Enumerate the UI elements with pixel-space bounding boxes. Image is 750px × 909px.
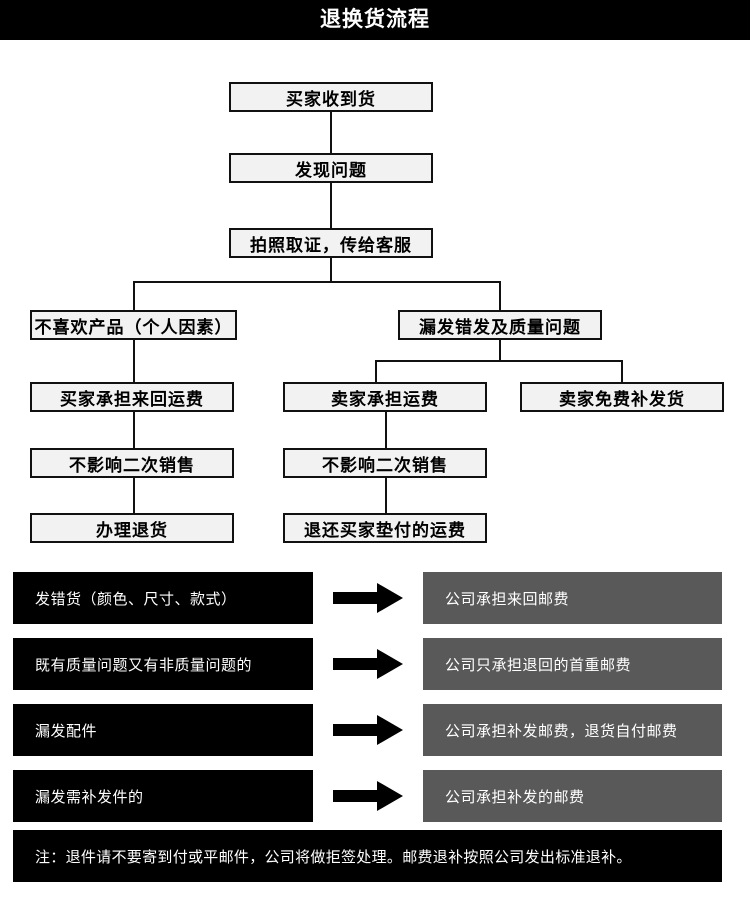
flow-node-no-impact-left: 不影响二次销售 [30,448,234,478]
policy-cause: 漏发配件 [13,704,313,756]
flow-node-label: 漏发错发及质量问题 [419,317,581,337]
policy-result-label: 公司承担来回邮费 [445,590,570,608]
flow-node-seller-reship: 卖家免费补发货 [520,382,724,412]
flow-connector [133,281,501,283]
policy-cause-label: 发错货（颜色、尺寸、款式） [35,590,237,608]
flow-connector [133,281,135,310]
policy-result: 公司只承担退回的首重邮费 [423,638,722,690]
policy-cause-label: 漏发需补发件的 [35,788,144,806]
flow-node-label: 不影响二次销售 [322,455,448,475]
flow-connector [621,360,623,382]
policy-cause: 发错货（颜色、尺寸、款式） [13,572,313,624]
flow-connector [330,183,332,228]
policy-row: 发错货（颜色、尺寸、款式） 公司承担来回邮费 [0,572,750,624]
flow-node-label: 卖家承担运费 [331,389,439,409]
policy-table: 发错货（颜色、尺寸、款式） 公司承担来回邮费既有质量问题又有非质量问题的 公司只承担… [0,560,750,822]
policy-row: 漏发配件 公司承担补发邮费，退货自付邮费 [0,704,750,756]
policy-row: 漏发需补发件的 公司承担补发的邮费 [0,770,750,822]
flow-node-label: 发现问题 [295,160,367,180]
right-block-arrow-icon [333,583,403,613]
note-bar: 注：退件请不要寄到付或平邮件，公司将做拒签处理。邮费退补按照公司发出标准退补。 [13,830,722,882]
flow-connector [375,360,377,382]
right-block-arrow-icon [333,781,403,811]
flow-connector [133,412,135,448]
flow-connector [499,340,501,360]
flow-node-label: 办理退货 [96,520,168,540]
policy-row: 既有质量问题又有非质量问题的 公司只承担退回的首重邮费 [0,638,750,690]
right-block-arrow-icon [333,649,403,679]
policy-cause: 漏发需补发件的 [13,770,313,822]
returns-flowchart: 买家收到货发现问题拍照取证，传给客服不喜欢产品（个人因素） 漏发错发及质量问题买家… [0,40,750,555]
flow-node-label: 退还买家垫付的运费 [304,520,466,540]
flow-node-refund-shipping: 退还买家垫付的运费 [283,513,487,543]
policy-cause: 既有质量问题又有非质量问题的 [13,638,313,690]
flow-node-buyer-pays: 买家承担来回运费 [30,382,234,412]
note-text: 注：退件请不要寄到付或平邮件，公司将做拒签处理。邮费退补按照公司发出标准退补。 [35,848,632,866]
flow-node-no-impact-right: 不影响二次销售 [283,448,487,478]
flow-connector [385,412,387,448]
flow-connector [499,281,501,310]
policy-result-label: 公司承担补发的邮费 [445,788,585,806]
flow-connector [133,478,135,513]
flow-node-process-return: 办理退货 [30,513,234,543]
flow-node-photo-evidence: 拍照取证，传给客服 [229,228,433,258]
flow-connector [385,478,387,513]
flow-node-dislike-product: 不喜欢产品（个人因素） [30,310,237,340]
page-title-bar: 退换货流程 [0,0,750,40]
flow-node-found-problem: 发现问题 [229,153,433,183]
policy-cause-label: 既有质量问题又有非质量问题的 [35,656,253,674]
page-title: 退换货流程 [320,8,430,31]
right-block-arrow-icon [333,715,403,745]
flow-node-label: 拍照取证，传给客服 [250,235,412,255]
flow-connector [330,112,332,153]
flow-node-label: 卖家免费补发货 [559,389,685,409]
policy-cause-label: 漏发配件 [35,722,98,740]
flow-node-label: 买家收到货 [286,89,376,109]
policy-result-label: 公司只承担退回的首重邮费 [445,656,632,674]
flow-connector [133,340,135,382]
flow-node-missing-quality: 漏发错发及质量问题 [398,310,602,340]
policy-result: 公司承担补发邮费，退货自付邮费 [423,704,722,756]
flow-node-seller-pays: 卖家承担运费 [283,382,487,412]
policy-result-label: 公司承担补发邮费，退货自付邮费 [445,722,678,740]
flow-connector [330,258,332,281]
policy-result: 公司承担补发的邮费 [423,770,722,822]
flow-node-label: 不影响二次销售 [69,455,195,475]
flow-node-label: 买家承担来回运费 [60,389,204,409]
policy-result: 公司承担来回邮费 [423,572,722,624]
flow-connector [375,360,623,362]
flow-node-buyer-received: 买家收到货 [229,82,433,112]
flow-node-label: 不喜欢产品（个人因素） [34,317,233,337]
